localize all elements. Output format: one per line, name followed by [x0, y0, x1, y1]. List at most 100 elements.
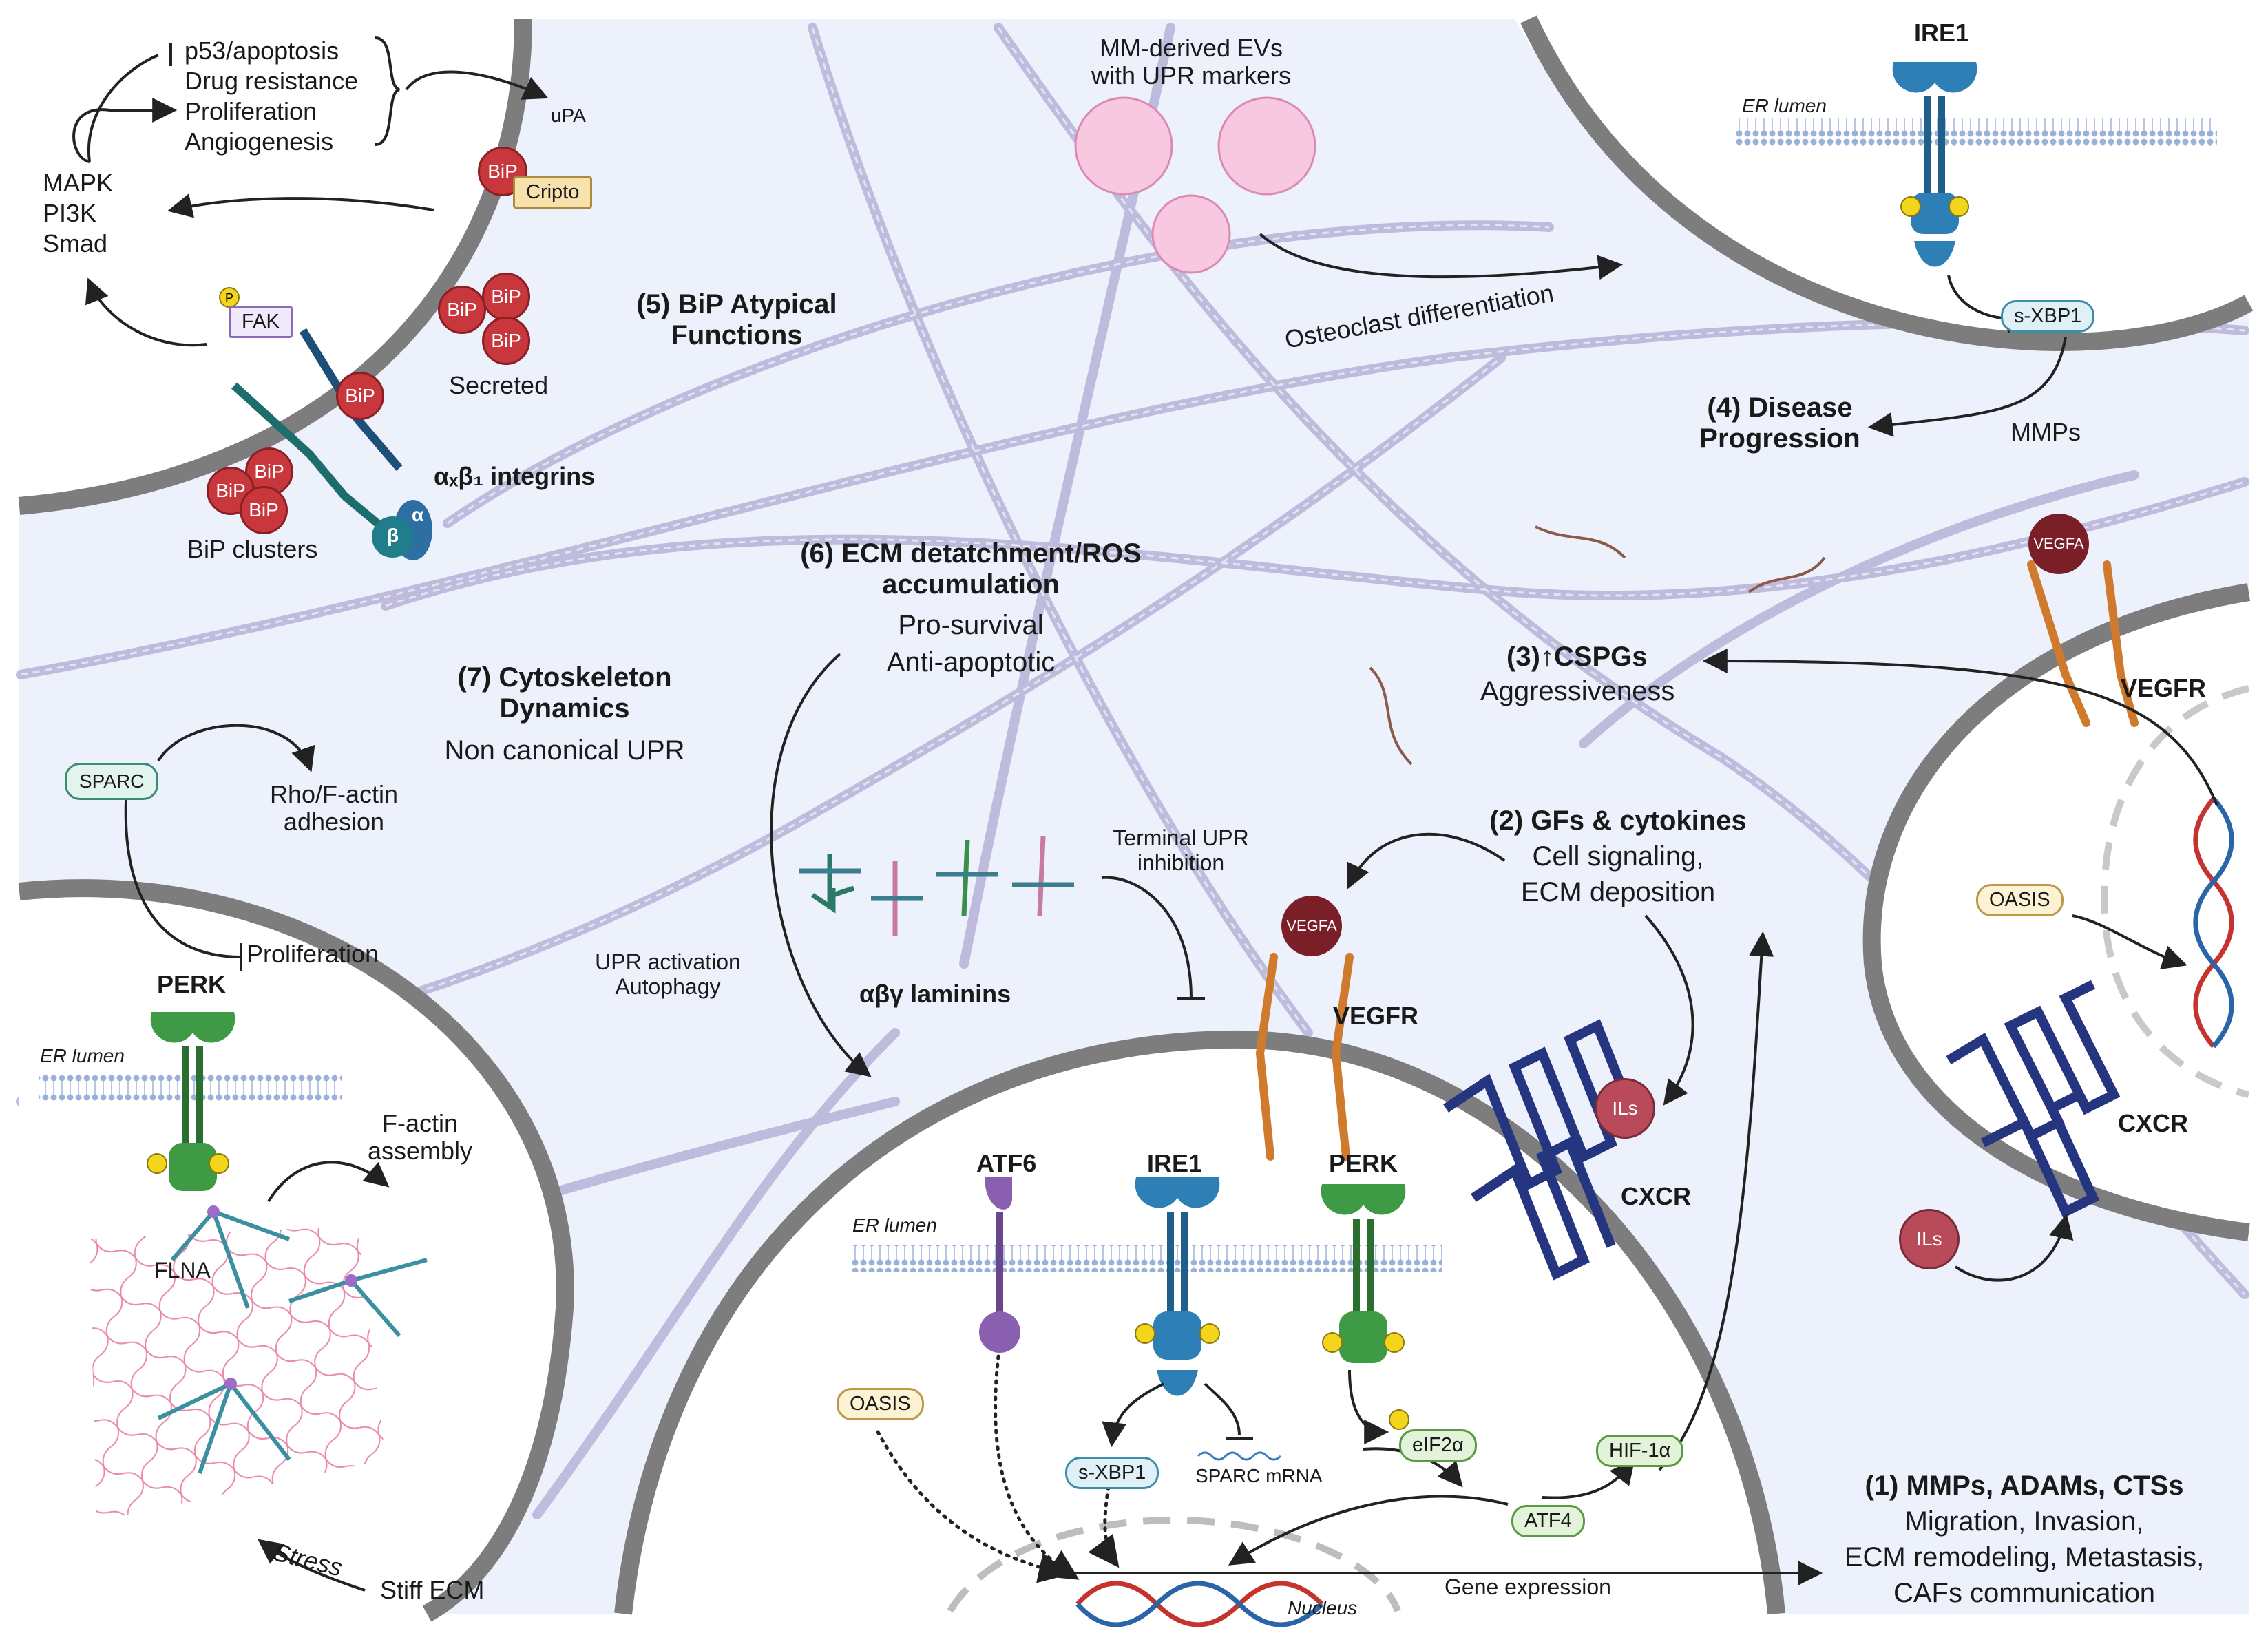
- label-upr-activation-line1: UPR activation: [595, 949, 741, 974]
- label-migration-invasion: Migration, Invasion,: [1904, 1506, 2144, 1537]
- bip-protein: BiP: [336, 372, 384, 420]
- label-stiff-ecm: Stiff ECM: [380, 1576, 485, 1604]
- bip-protein: BiP: [240, 486, 288, 534]
- bip-protein: BiP: [482, 273, 530, 321]
- er-membrane-bottom-left: [39, 1074, 342, 1102]
- ire1-center: [1135, 1177, 1220, 1396]
- label-ecm-deposition: ECM deposition: [1520, 877, 1716, 907]
- label-ecm-remodeling: ECM remodeling, Metastasis,: [1844, 1542, 2205, 1572]
- ils-cytokine: ILs: [1899, 1209, 1960, 1269]
- vegfa-ligand: VEGFA: [2028, 514, 2089, 574]
- section-7-title-line1: (7) Cytoskeleton: [457, 662, 672, 693]
- label-smad: Smad: [43, 229, 108, 257]
- label-cell-signaling: Cell signaling,: [1532, 841, 1704, 872]
- section-1-title: (1) MMPs, ADAMs, CTSs: [1865, 1471, 2184, 1501]
- sparc-tag: SPARC: [65, 763, 159, 800]
- label-vegfr-right: VEGFR: [2121, 674, 2207, 702]
- bip-label: BiP: [447, 299, 477, 320]
- section-2-title: (2) GFs & cytokines: [1489, 805, 1747, 836]
- label-er-lumen-top-right: ER lumen: [1742, 95, 1827, 116]
- cell-top-right: [1515, 15, 2254, 351]
- label-angiogenesis: Angiogenesis: [185, 127, 334, 156]
- label-cafs-communication: CAFs communication: [1893, 1578, 2156, 1608]
- flna-nodes: [207, 1205, 357, 1390]
- label-mm-evs-line2: with UPR markers: [1091, 61, 1292, 90]
- label-proliferation-inhibited: Proliferation: [246, 940, 379, 968]
- dna-center: [1075, 1581, 1324, 1627]
- section-3-title: (3)↑CSPGs: [1506, 642, 1648, 672]
- label-gene-expression: Gene expression: [1445, 1574, 1611, 1599]
- integrin: [231, 328, 432, 560]
- label-anti-apoptotic: Anti-apoptotic: [886, 647, 1056, 677]
- label-terminal-upr-line2: inhibition: [1137, 850, 1225, 875]
- laminins: [799, 836, 1074, 936]
- label-p53-apoptosis: p53/apoptosis: [185, 36, 339, 65]
- label-ire1-center: IRE1: [1147, 1149, 1203, 1177]
- sxbp1-tag-center: s-XBP1: [1065, 1457, 1159, 1489]
- vegfr-center: [1255, 953, 1354, 1161]
- phospho-label: P: [224, 291, 233, 305]
- label-proliferation-top: Proliferation: [185, 97, 317, 125]
- ils-label: ILs: [1612, 1097, 1638, 1119]
- label-er-lumen-bottom-left: ER lumen: [40, 1045, 125, 1066]
- fak-tag: FAK: [229, 306, 293, 338]
- vegfr-right: [2027, 560, 2139, 727]
- section-6-title-line1: (6) ECM detatchment/ROS: [800, 538, 1142, 569]
- label-laminins: αβγ laminins: [859, 980, 1011, 1008]
- label-upa: uPA: [551, 105, 586, 126]
- nucleus-envelope-right: [2101, 685, 2250, 1098]
- cripto-tag: Cripto: [513, 176, 593, 209]
- vegfa-ligand-center: [1281, 896, 1342, 956]
- vegfa-label: VEGFA: [1286, 917, 1337, 934]
- label-rho-factin-line2: adhesion: [283, 808, 385, 836]
- label-factin-line1: F-actin: [381, 1109, 459, 1137]
- atf6-receptor: [979, 1177, 1020, 1353]
- label-ire1-top-right: IRE1: [1914, 19, 1970, 47]
- label-perk-center: PERK: [1329, 1149, 1398, 1177]
- ire1-top-right: [1892, 62, 1977, 267]
- pathway-brace: [375, 36, 400, 146]
- section-4-title-line2: Progression: [1699, 423, 1860, 454]
- label-secreted: Secreted: [449, 371, 549, 399]
- section-5-title-line2: Functions: [671, 319, 803, 350]
- dna-right: [2193, 797, 2234, 1049]
- bip-label: BiP: [487, 160, 518, 182]
- label-bip-clusters: BiP clusters: [187, 535, 318, 563]
- eif2a-tag: eIF2α: [1399, 1429, 1477, 1462]
- er-membrane-top-right: [1735, 118, 2217, 146]
- label-beta: β: [387, 525, 399, 546]
- oasis-tag-center: OASIS: [837, 1388, 924, 1420]
- label-cxcr-center: CXCR: [1621, 1182, 1692, 1210]
- perk-center: [1321, 1184, 1406, 1363]
- sxbp1-tag-top-right: s-XBP1: [2001, 300, 2095, 333]
- flna-crosslinks: [157, 1210, 428, 1474]
- label-perk-bottom-left: PERK: [157, 970, 227, 998]
- label-flna: FLNA: [154, 1258, 211, 1283]
- vegfa-label: VEGFA: [2033, 535, 2084, 552]
- bip-label: BiP: [491, 286, 521, 307]
- label-terminal-upr-line1: Terminal UPR: [1113, 825, 1249, 850]
- cxcr-right: [1946, 980, 2121, 1219]
- section-7-title-line2: Dynamics: [499, 693, 630, 724]
- section-5-title-line1: (5) BiP Atypical: [636, 289, 837, 319]
- label-upr-activation-line2: Autophagy: [615, 973, 721, 999]
- label-aggressiveness: Aggressiveness: [1480, 676, 1675, 706]
- label-cxcr-right: CXCR: [2118, 1109, 2189, 1137]
- ils-label: ILs: [1916, 1228, 1942, 1250]
- f-actin-mesh: [90, 1225, 386, 1521]
- label-integrins: αₓβ₁ integrins: [434, 462, 596, 490]
- cell-top-left: [18, 19, 532, 523]
- ils-cytokine: ILs: [1595, 1078, 1655, 1139]
- label-mm-evs-line1: MM-derived EVs: [1099, 34, 1283, 62]
- label-nucleus: Nucleus: [1288, 1597, 1358, 1619]
